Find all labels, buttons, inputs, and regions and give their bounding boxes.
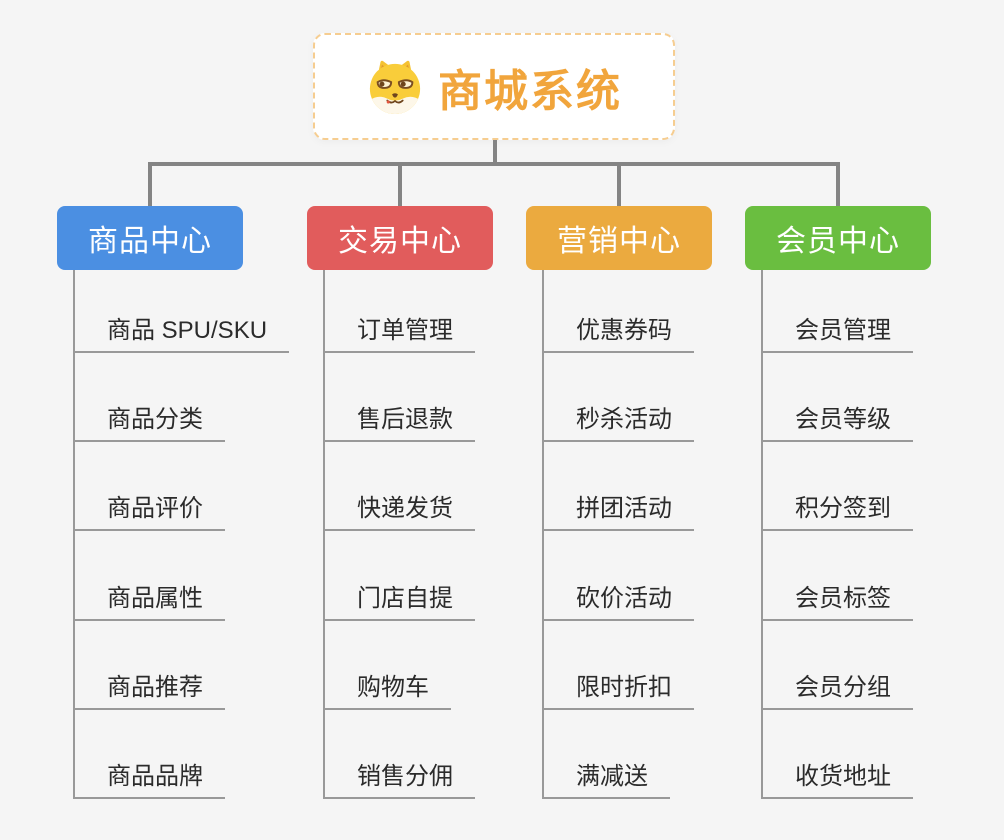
leaf-item[interactable]: 商品推荐 [73, 660, 225, 710]
leaf-item[interactable]: 会员分组 [761, 660, 913, 710]
branch-label: 交易中心 [338, 225, 462, 258]
branch-node-product-center[interactable]: 商品中心 [57, 206, 243, 270]
root-node-title: 商城系统 [438, 66, 622, 116]
leaf-item[interactable]: 商品品牌 [73, 749, 225, 799]
leaf-label: 拼团活动 [576, 495, 672, 522]
leaf-label: 会员分组 [795, 674, 891, 701]
leaf-item[interactable]: 会员等级 [761, 392, 913, 442]
leaf-item[interactable]: 限时折扣 [542, 660, 694, 710]
leaf-item[interactable]: 购物车 [323, 660, 451, 710]
branch-node-marketing-center[interactable]: 营销中心 [526, 206, 712, 270]
leaf-item[interactable]: 满减送 [542, 749, 670, 799]
branch-node-member-center[interactable]: 会员中心 [745, 206, 931, 270]
connector-branch-drop [398, 162, 402, 207]
connector-trunk [73, 270, 75, 799]
leaf-item[interactable]: 商品评价 [73, 481, 225, 531]
branch-node-trade-center[interactable]: 交易中心 [307, 206, 493, 270]
leaf-item[interactable]: 收货地址 [761, 749, 913, 799]
leaf-label: 商品推荐 [107, 674, 203, 701]
leaf-item[interactable]: 快递发货 [323, 481, 475, 531]
leaf-label: 商品属性 [107, 585, 203, 612]
connector-trunk [542, 270, 544, 799]
leaf-item[interactable]: 优惠券码 [542, 303, 694, 353]
leaf-item[interactable]: 秒杀活动 [542, 392, 694, 442]
connector-bus-line [148, 162, 840, 166]
leaf-item[interactable]: 会员标签 [761, 571, 913, 621]
branch-label: 会员中心 [776, 225, 900, 258]
leaf-label: 购物车 [357, 674, 429, 701]
connector-branch-drop [617, 162, 621, 207]
branch-label: 商品中心 [88, 225, 212, 258]
leaf-item[interactable]: 积分签到 [761, 481, 913, 531]
leaf-label: 订单管理 [357, 317, 453, 344]
leaf-item[interactable]: 会员管理 [761, 303, 913, 353]
leaf-label: 会员等级 [795, 406, 891, 433]
leaf-label: 限时折扣 [576, 674, 672, 701]
connector-trunk [761, 270, 763, 799]
leaf-item[interactable]: 订单管理 [323, 303, 475, 353]
leaf-label: 积分签到 [795, 495, 891, 522]
connector-root-stub [493, 140, 497, 164]
leaf-label: 会员管理 [795, 317, 891, 344]
leaf-label: 商品 SPU/SKU [107, 317, 268, 344]
leaf-item[interactable]: 售后退款 [323, 392, 475, 442]
leaf-item[interactable]: 门店自提 [323, 571, 475, 621]
leaf-label: 售后退款 [357, 406, 453, 433]
leaf-item[interactable]: 商品分类 [73, 392, 225, 442]
leaf-label: 秒杀活动 [576, 406, 672, 433]
leaf-label: 优惠券码 [576, 317, 672, 344]
branch-label: 营销中心 [557, 225, 681, 258]
leaf-item[interactable]: 商品属性 [73, 571, 225, 621]
leaf-label: 商品评价 [107, 495, 203, 522]
leaf-label: 门店自提 [357, 585, 453, 612]
leaf-label: 快递发货 [357, 495, 453, 522]
leaf-item[interactable]: 商品 SPU/SKU [73, 303, 290, 353]
leaf-label: 商品分类 [107, 406, 203, 433]
leaf-item[interactable]: 销售分佣 [323, 749, 475, 799]
leaf-label: 满减送 [576, 763, 648, 790]
leaf-item[interactable]: 拼团活动 [542, 481, 694, 531]
connector-trunk [323, 270, 325, 799]
connector-branch-drop [148, 162, 152, 207]
leaf-item[interactable]: 砍价活动 [542, 571, 694, 621]
root-node[interactable]: 商城系统 [313, 33, 675, 140]
leaf-label: 销售分佣 [357, 763, 453, 790]
leaf-label: 商品品牌 [107, 763, 203, 790]
shiba-dog-icon [366, 59, 424, 115]
leaf-label: 收货地址 [795, 763, 891, 790]
leaf-label: 砍价活动 [576, 585, 672, 612]
connector-branch-drop [836, 162, 840, 207]
leaf-label: 会员标签 [795, 585, 891, 612]
